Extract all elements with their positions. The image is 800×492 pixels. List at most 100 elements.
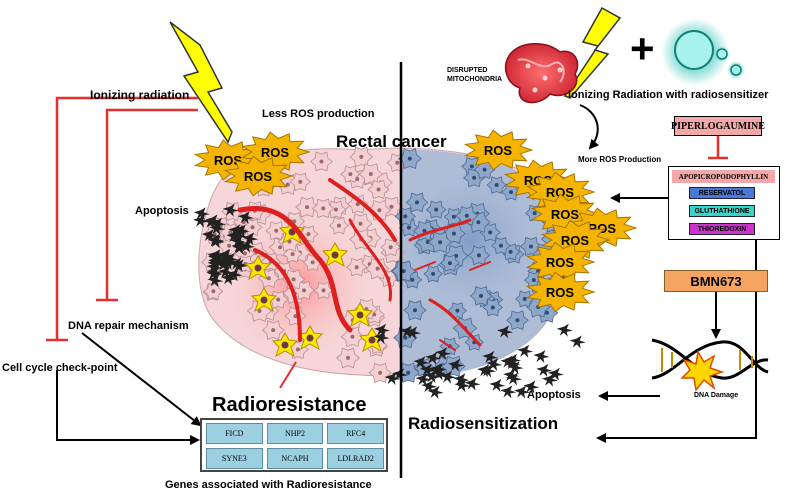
dead-cell	[482, 350, 499, 364]
cell-nucleus	[290, 252, 295, 257]
dead-cell	[206, 266, 223, 280]
dead-cell	[230, 235, 247, 249]
cell-nucleus	[472, 175, 477, 180]
piperlogaumine-box: PIPERLOGAUMINE	[671, 116, 765, 136]
cell-nucleus	[350, 334, 355, 339]
ros-burst: ROS	[525, 241, 596, 283]
blood-vessels	[237, 178, 491, 351]
cell-nucleus	[532, 211, 537, 216]
cell-nucleus	[425, 239, 430, 244]
dead-cell	[464, 377, 481, 391]
more-ros-label: More ROS Production	[578, 155, 662, 164]
apoptosis-right-label: Apoptosis	[527, 389, 581, 401]
dead-cell	[435, 347, 452, 361]
cell-nucleus	[319, 159, 324, 164]
dead-cell	[384, 372, 401, 386]
cell-nucleus	[378, 370, 383, 375]
apoptosis-left-label: Apoptosis	[135, 205, 189, 217]
cell-nucleus	[488, 230, 493, 235]
cell-nucleus	[476, 253, 481, 258]
dead-cell	[239, 239, 256, 253]
cell-nucleus	[422, 228, 427, 233]
gene-cell: NHP2	[266, 423, 324, 444]
cell-nucleus	[359, 154, 364, 159]
cell-nucleus	[528, 244, 533, 249]
cell-nucleus	[531, 278, 536, 283]
genes-caption: Genes associated with Radioresistance	[165, 479, 372, 491]
cell-nucleus	[301, 288, 306, 293]
radioresistance-title: Radioresistance	[212, 394, 367, 416]
cell-nucleus	[434, 207, 439, 212]
cell-nucleus	[266, 276, 271, 281]
gluthathione-box: GLUTHATHIONE	[689, 205, 755, 217]
ionizing-sensitizer-label: Ionizing Radiation with radiosensitizer	[568, 89, 769, 101]
dead-cell	[374, 323, 391, 337]
cell-nucleus	[388, 245, 393, 250]
dna-repair-label: DNA repair mechanism	[68, 320, 189, 332]
dead-cell	[232, 241, 249, 255]
dead-cell	[517, 344, 534, 358]
ros-label: ROS	[546, 285, 575, 300]
cell-nucleus	[490, 305, 495, 310]
cell-nucleus	[544, 310, 549, 315]
reservatol-box: RESERVATOL	[689, 187, 755, 199]
ros-label: ROS	[214, 153, 243, 168]
dead-cell	[503, 369, 520, 383]
apicropodophyllin-box: APOPICROPODOPHYLLIN	[672, 170, 775, 183]
ros-burst: ROS	[463, 129, 534, 171]
dead-cell	[229, 257, 246, 271]
dead-cell	[504, 357, 521, 371]
dead-cell	[506, 372, 523, 386]
dead-cell	[500, 385, 517, 399]
dead-cell	[217, 248, 234, 262]
dead-cell	[536, 363, 553, 377]
cell-nucleus	[358, 221, 363, 226]
cell-nucleus	[306, 232, 311, 237]
dead-cell	[231, 259, 248, 273]
cell-nucleus	[515, 318, 520, 323]
cell-nucleus	[479, 293, 484, 298]
cell-nucleus	[498, 243, 503, 248]
cell-nucleus	[305, 205, 310, 210]
disrupted-mitochondria-label: DISRUPTED MITOCHONDRIA	[447, 67, 503, 83]
apoptotic-cells-left	[244, 218, 386, 358]
cell-nucleus	[368, 171, 373, 176]
cell-nucleus	[410, 277, 415, 282]
dead-cell	[222, 252, 239, 266]
dead-cell	[222, 203, 239, 217]
cell-nucleus	[406, 225, 411, 230]
dead-cell	[454, 379, 471, 393]
cell-nucleus	[354, 265, 359, 270]
cell-nucleus	[295, 347, 300, 352]
cell-nucleus	[348, 172, 353, 177]
ros-label: ROS	[546, 185, 575, 200]
inhibition-lines	[46, 96, 728, 389]
dead-cell	[477, 364, 494, 378]
radiosensitization-title: Radiosensitization	[408, 414, 559, 433]
dead-cell	[440, 370, 457, 384]
cell-nucleus	[250, 225, 255, 230]
dead-cell	[242, 232, 259, 246]
dead-cell	[419, 363, 436, 377]
ros-label: ROS	[561, 233, 590, 248]
dead-cell	[431, 367, 448, 381]
cell-nucleus	[407, 156, 412, 161]
cell-nucleus	[447, 261, 452, 266]
dead-cell	[218, 265, 235, 279]
dead-cell	[427, 385, 444, 399]
dna-damage-label: DNA Damage	[694, 392, 739, 399]
cell-cycle-label: Cell cycle check-point	[2, 362, 118, 374]
thioredoxin-box: THIOREDOXIN	[689, 223, 755, 235]
cell-nucleus	[334, 207, 339, 212]
cell-nucleus	[377, 208, 382, 213]
cell-nucleus	[285, 182, 290, 187]
cell-nucleus	[455, 308, 460, 313]
dead-cell	[533, 349, 550, 363]
dead-cell	[226, 268, 243, 282]
dead-cell	[203, 215, 220, 229]
dead-cell	[237, 211, 254, 225]
cell-nucleus	[278, 245, 283, 250]
dead-cell	[505, 353, 522, 367]
